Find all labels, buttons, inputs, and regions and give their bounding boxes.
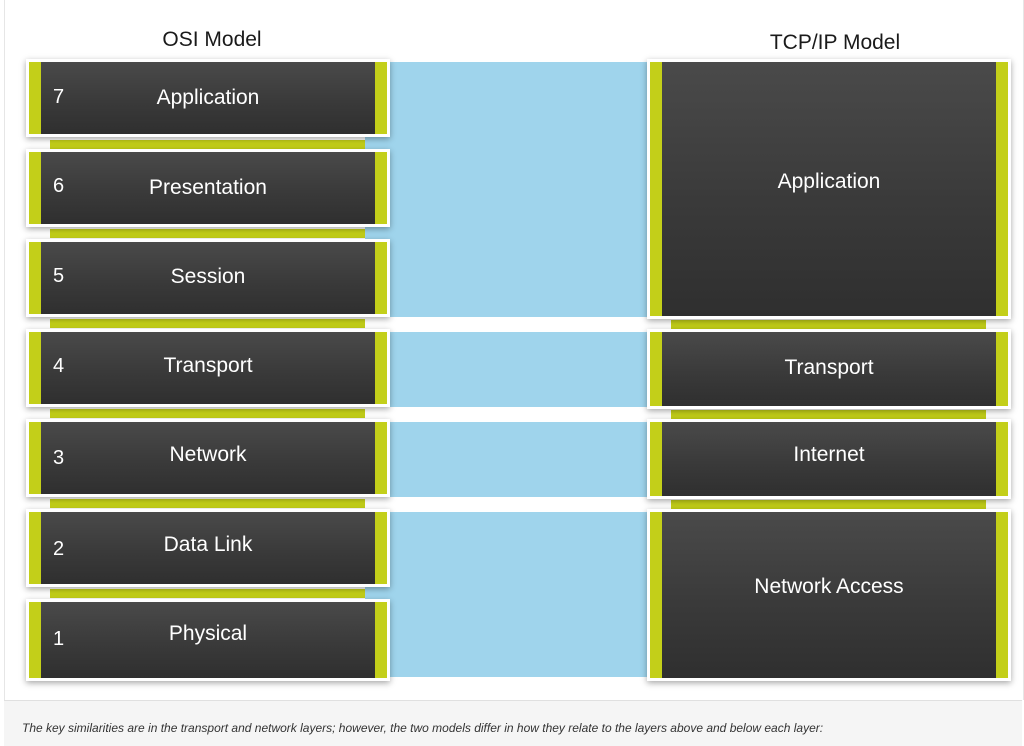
osi-layer-5[interactable]: 5 Session	[29, 242, 387, 314]
osi-layer-name: Session	[170, 265, 246, 288]
osi-connector	[50, 319, 365, 328]
mapping-band-application	[365, 62, 655, 317]
osi-layer-4[interactable]: 4 Transport	[29, 332, 387, 404]
tcpip-layer-network-access[interactable]: Network Access	[650, 512, 1008, 678]
tcpip-layer-internet[interactable]: Internet	[650, 422, 1008, 496]
caption-text: The key similarities are in the transpor…	[22, 721, 824, 735]
tcpip-layer-name: Network Access	[754, 575, 904, 598]
osi-connector	[50, 140, 365, 149]
osi-layer-name: Transport	[163, 354, 253, 377]
osi-layer-name: Presentation	[149, 176, 267, 199]
osi-layer-number: 4	[53, 355, 65, 377]
osi-connector	[50, 499, 365, 508]
caption-area: The key similarities are in the transpor…	[4, 700, 1022, 746]
osi-layer-name: Network	[169, 443, 247, 466]
osi-layer-number: 3	[53, 447, 65, 469]
tcpip-connector	[671, 500, 986, 509]
osi-model-title: OSI Model	[162, 28, 262, 51]
osi-tcpip-comparison-diagram: OSI Model TCP/IP Model 7 Application 6 P…	[4, 0, 1024, 700]
osi-connector	[50, 589, 365, 598]
mapping-band-transport	[365, 332, 655, 407]
tcpip-layer-name: Internet	[793, 443, 865, 466]
osi-layer-number: 2	[53, 538, 65, 560]
osi-layer-1[interactable]: 1 Physical	[29, 602, 387, 678]
osi-layer-number: 7	[53, 86, 65, 108]
tcpip-layer-name: Transport	[784, 356, 874, 379]
osi-layer-7[interactable]: 7 Application	[29, 62, 387, 134]
osi-connector	[50, 229, 365, 238]
osi-layer-name: Data Link	[163, 533, 253, 556]
tcpip-layer-name: Application	[777, 170, 881, 193]
osi-layer-6[interactable]: 6 Presentation	[29, 152, 387, 224]
osi-layer-number: 1	[53, 628, 65, 650]
mapping-band-internet	[365, 422, 655, 497]
tcpip-connector	[671, 320, 986, 329]
osi-layer-2[interactable]: 2 Data Link	[29, 512, 387, 584]
osi-layer-number: 5	[53, 265, 65, 287]
osi-layer-name: Physical	[168, 622, 248, 645]
mapping-band-network-access	[365, 512, 655, 677]
osi-layer-number: 6	[53, 175, 65, 197]
tcpip-layer-transport[interactable]: Transport	[650, 332, 1008, 406]
osi-connector	[50, 409, 365, 418]
tcpip-model-title: TCP/IP Model	[769, 31, 901, 54]
osi-layer-3[interactable]: 3 Network	[29, 422, 387, 494]
tcpip-connector	[671, 410, 986, 419]
tcpip-layer-application[interactable]: Application	[650, 62, 1008, 316]
osi-layer-name: Application	[156, 86, 260, 109]
